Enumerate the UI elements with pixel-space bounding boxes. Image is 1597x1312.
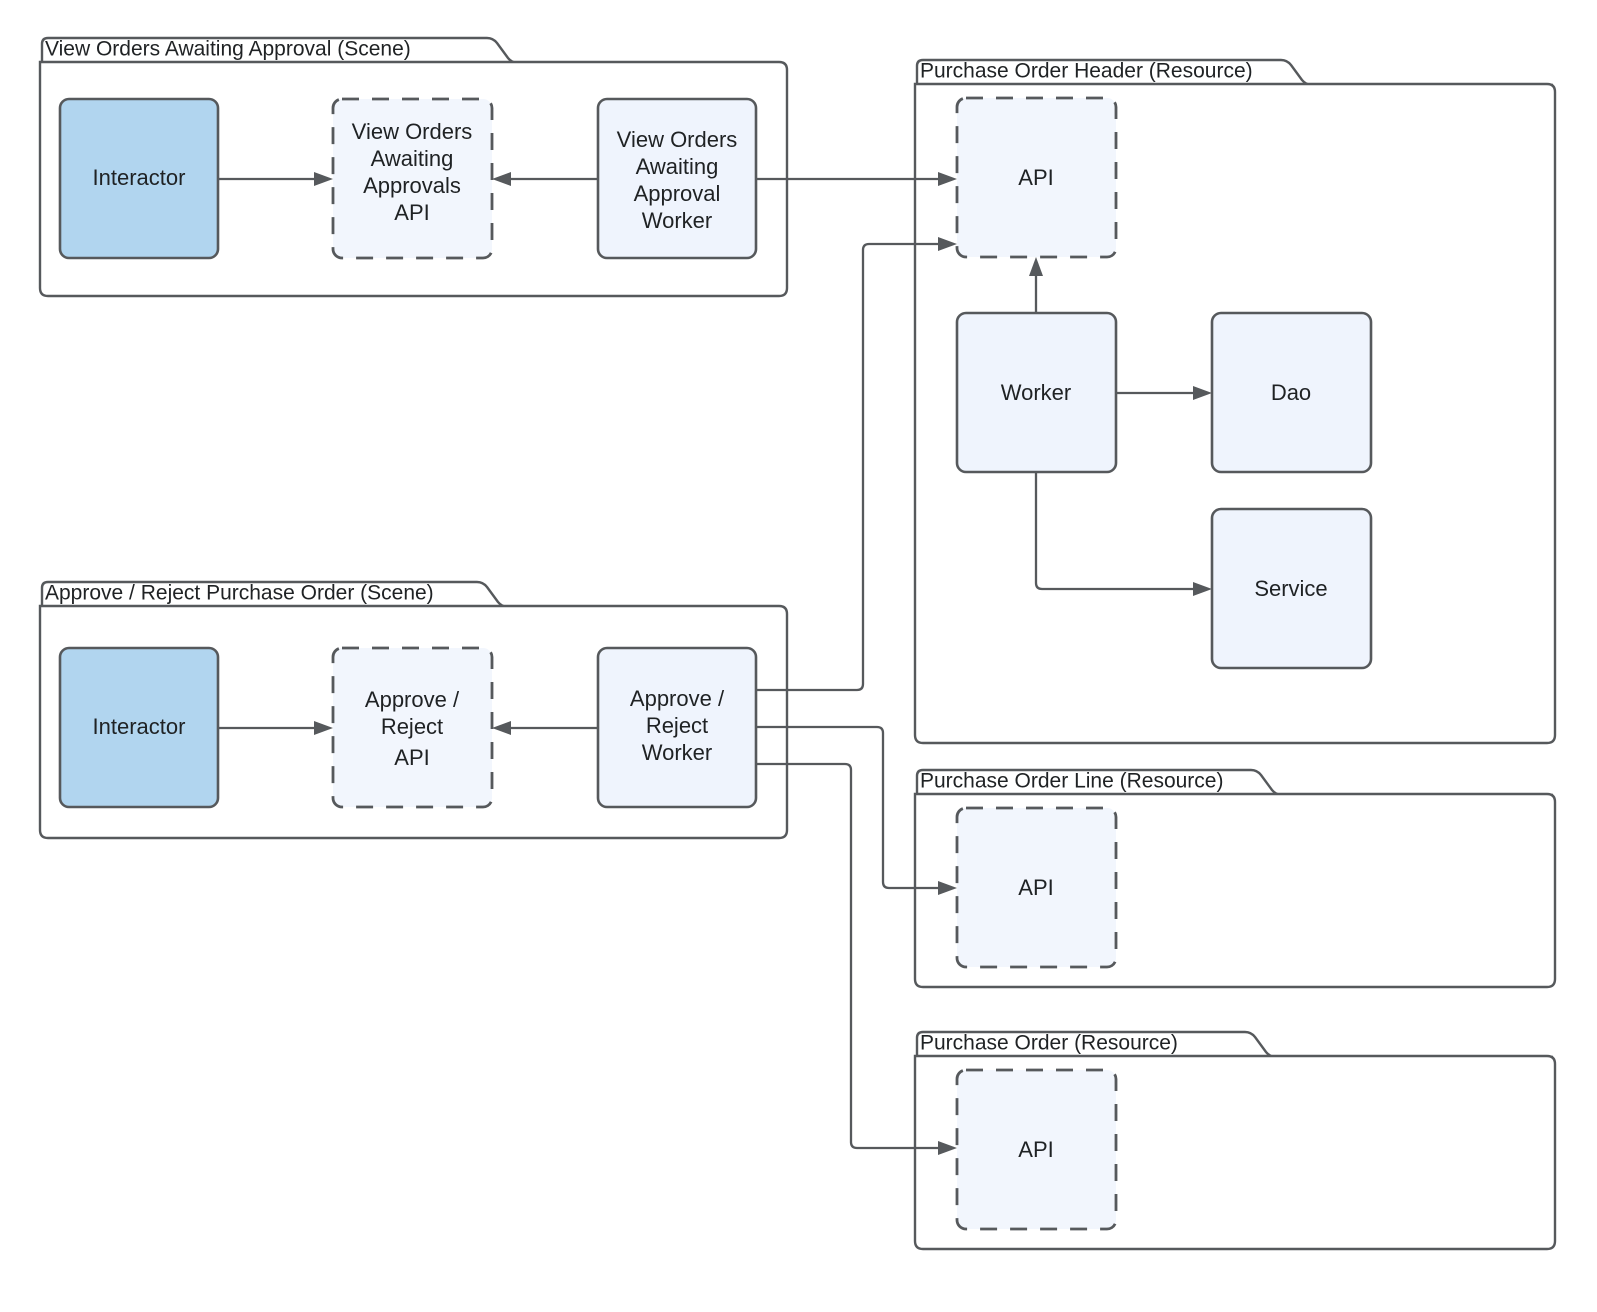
node-poh-service[interactable]: Service — [1210, 507, 1373, 670]
edge-scene2-interactor-to-api — [218, 721, 333, 735]
panel-title-scene-approve-reject: Approve / Reject Purchase Order (Scene) — [45, 582, 434, 605]
node-label-pol-api: API — [1018, 875, 1053, 900]
edge-scene1-interactor-to-api — [218, 172, 333, 186]
node-label-line-2: Reject — [646, 713, 708, 738]
node-label-line-2: Awaiting — [371, 146, 454, 171]
node-box — [1210, 311, 1373, 474]
node-scene2-worker[interactable]: Approve / Reject Worker — [596, 646, 758, 809]
node-box — [955, 806, 1118, 969]
edge-scene2-worker-to-poh-api — [756, 237, 957, 692]
node-box — [331, 97, 494, 260]
panel-title-resource-po-header: Purchase Order Header (Resource) — [920, 60, 1253, 83]
edge-scene1-worker-to-poh-api — [756, 172, 957, 186]
node-box — [1210, 507, 1373, 670]
edge-poh-worker-to-dao — [1116, 386, 1212, 400]
node-label-scene1-interactor: Interactor — [93, 165, 186, 190]
panel-title-resource-po-line: Purchase Order Line (Resource) — [920, 770, 1223, 793]
edge-scene2-worker-to-api — [492, 721, 598, 735]
edge-poh-worker-to-service — [1034, 472, 1212, 596]
node-box — [955, 96, 1118, 259]
node-scene1-api[interactable]: View Orders Awaiting Approvals API — [331, 97, 494, 260]
panel-scene-view-orders[interactable]: View Orders Awaiting Approval (Scene) In… — [38, 36, 789, 298]
node-scene2-api[interactable]: Approve / Reject API — [331, 646, 494, 809]
node-scene2-interactor[interactable]: Interactor — [58, 646, 220, 809]
node-poh-api[interactable]: API — [955, 96, 1118, 259]
node-label-po-api: API — [1018, 1137, 1053, 1162]
node-label-line-3: Approval — [634, 181, 721, 206]
edge-scene2-worker-to-po-api — [756, 762, 957, 1155]
panel-resource-po-line[interactable]: Purchase Order Line (Resource) API — [913, 768, 1557, 989]
node-label-scene2-interactor: Interactor — [93, 714, 186, 739]
node-scene1-interactor[interactable]: Interactor — [58, 97, 220, 260]
node-poh-worker[interactable]: Worker — [955, 311, 1118, 474]
node-label-line-4: Worker — [642, 208, 713, 233]
edge-poh-worker-to-api — [1029, 257, 1043, 313]
node-label-line-3: Approvals — [363, 173, 461, 198]
node-label-line-2: Awaiting — [636, 154, 719, 179]
panel-scene-approve-reject[interactable]: Approve / Reject Purchase Order (Scene) … — [38, 580, 789, 840]
node-label-line-3: Worker — [642, 740, 713, 765]
node-label-line-1: View Orders — [617, 127, 738, 152]
node-box — [331, 646, 494, 809]
node-label-line-2: Reject — [381, 714, 443, 739]
panel-resource-po-header[interactable]: Purchase Order Header (Resource) API Wor… — [913, 58, 1557, 745]
edge-scene1-worker-to-api — [492, 172, 598, 186]
node-label-line-1: Approve / — [365, 687, 460, 712]
node-label-line-3: API — [394, 745, 429, 770]
node-label-poh-api: API — [1018, 165, 1053, 190]
panel-title-resource-po: Purchase Order (Resource) — [920, 1032, 1178, 1055]
node-label-line-4: API — [394, 200, 429, 225]
edge-scene2-worker-to-pol-api — [756, 725, 957, 895]
node-label-line-1: View Orders — [352, 119, 473, 144]
node-label-line-1: Approve / — [630, 686, 725, 711]
panel-resource-po[interactable]: Purchase Order (Resource) API — [913, 1030, 1557, 1251]
node-label-poh-service: Service — [1254, 576, 1327, 601]
panel-title-scene-view-orders: View Orders Awaiting Approval (Scene) — [45, 38, 411, 61]
node-box — [955, 1068, 1118, 1231]
node-po-api[interactable]: API — [955, 1068, 1118, 1231]
node-label-poh-worker: Worker — [1001, 380, 1072, 405]
node-pol-api[interactable]: API — [955, 806, 1118, 969]
node-label-poh-dao: Dao — [1271, 380, 1311, 405]
node-scene1-worker[interactable]: View Orders Awaiting Approval Worker — [596, 97, 758, 260]
node-poh-dao[interactable]: Dao — [1210, 311, 1373, 474]
